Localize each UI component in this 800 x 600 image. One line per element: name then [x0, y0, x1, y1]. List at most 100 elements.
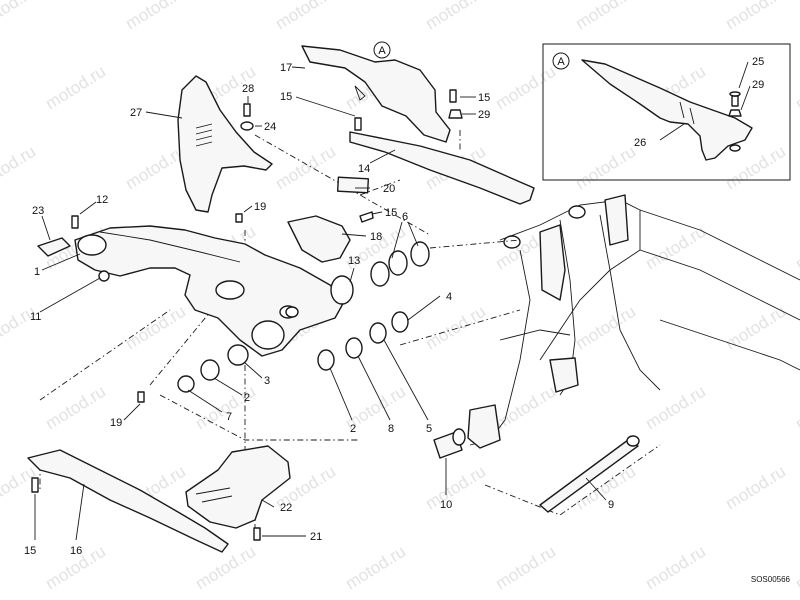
frame-plate [604, 194, 629, 246]
watermark-text: motod.ru [0, 142, 39, 194]
leader-2a [213, 377, 243, 396]
inset-frame [542, 43, 791, 181]
leader-8 [357, 355, 391, 421]
watermark-text: motod.ru [422, 302, 489, 354]
frame-assembly [467, 194, 800, 449]
callout-17: 17 [280, 62, 292, 74]
callout-28: 28 [242, 83, 254, 95]
leader-14 [369, 149, 396, 164]
callout-19a: 19 [254, 201, 266, 213]
callout-13: 13 [348, 255, 360, 267]
frame-boss-1 [568, 205, 586, 219]
watermark-text: motod.ru [722, 462, 789, 514]
screw-28 [243, 103, 251, 117]
cover-17-mark [354, 85, 366, 101]
swingarm-pivot-hub [251, 320, 285, 350]
frame-outline-1 [499, 199, 641, 361]
sleeve-5 [369, 322, 387, 344]
watermark-text: motod.ru [422, 462, 489, 514]
leader-18 [341, 233, 367, 237]
swingarm-pivot-bore [215, 280, 245, 300]
leader-13 [349, 267, 355, 283]
watermark-text: motod.ru [272, 0, 339, 33]
callout-11: 11 [30, 311, 41, 323]
detail-marker-label: A [378, 45, 386, 57]
frame-outline-4 [599, 214, 661, 391]
clip-23 [37, 237, 71, 257]
callout-15c: 15 [385, 207, 397, 219]
callout-25: 25 [752, 56, 764, 68]
leader-25 [738, 61, 749, 89]
part-27-guard [177, 75, 273, 213]
watermark-text: motod.ru [42, 382, 109, 434]
part-17-cover: A [301, 41, 451, 143]
callout-2b: 2 [350, 423, 356, 435]
grease-nipple-11 [98, 270, 110, 282]
frame-outline-7 [659, 319, 800, 371]
watermark-text: motod.ru [122, 0, 189, 33]
callout-20: 20 [383, 183, 395, 195]
nut-29 [448, 109, 463, 119]
inset-screw-25 [731, 95, 739, 107]
inset-screw-head [729, 91, 741, 97]
watermark-text: motod.ru [0, 0, 39, 33]
inset-washer [729, 144, 741, 152]
bearing-2a [200, 359, 220, 381]
bearing-6a [370, 261, 390, 287]
frame-outline-6 [639, 249, 800, 321]
leader-7 [187, 389, 223, 413]
spacer-7 [177, 375, 195, 393]
watermark-text: motod.ru [792, 222, 800, 274]
watermark-text: motod.ru [492, 382, 559, 434]
chain-guard-inset [581, 59, 753, 161]
screw-15c [359, 211, 374, 223]
callout-16: 16 [70, 545, 82, 557]
swingarm-edge [99, 231, 241, 263]
axis-line-8 [399, 309, 521, 346]
screw-12 [71, 215, 79, 229]
bar-16 [27, 449, 229, 553]
watermark-text: motod.ru [492, 542, 559, 594]
bearing-4 [391, 311, 409, 333]
watermark-text: motod.ru [492, 62, 559, 114]
frame-bracket [539, 224, 566, 301]
frame-outline-8 [499, 329, 571, 341]
bearing-6c [410, 241, 430, 267]
leader-26 [659, 123, 685, 141]
screw-21 [253, 527, 261, 541]
plate-22-slots [195, 487, 233, 503]
callout-15b: 15 [478, 92, 490, 104]
watermark-text: motod.ru [642, 542, 709, 594]
screws [31, 89, 463, 541]
bearings [98, 241, 430, 393]
callout-12: 12 [96, 194, 108, 206]
plate-18 [287, 215, 351, 263]
leader-16 [75, 483, 85, 541]
leader-6 [391, 221, 419, 259]
watermark-text: motod.ru [122, 302, 189, 354]
frame-lower-boss [467, 404, 501, 449]
watermark-text: motod.ru [192, 382, 259, 434]
axis-line-4 [149, 299, 221, 386]
leader-3 [243, 361, 263, 379]
watermark-text: motod.ru [792, 62, 800, 114]
bearing-2b [317, 349, 335, 371]
callout-27: 27 [130, 107, 142, 119]
leader-29b [740, 85, 751, 111]
pivot-shaft-9 [539, 439, 639, 513]
watermark-text: motod.ru [0, 302, 39, 354]
plate-22 [185, 445, 291, 529]
bushing-3 [227, 344, 249, 366]
axis-line-3 [159, 394, 360, 441]
frame-outline-5 [639, 209, 800, 281]
watermark-text: motod.ru [192, 542, 259, 594]
watermark-text: motod.ru [42, 62, 109, 114]
part-14-bar [349, 131, 535, 205]
pivot-shaft-9-head [626, 435, 640, 447]
screw-19a [235, 213, 243, 223]
callout-10: 10 [440, 499, 452, 511]
bar-14-shape [349, 131, 535, 205]
watermark-text: motod.ru [792, 382, 800, 434]
seal-13 [285, 306, 299, 318]
